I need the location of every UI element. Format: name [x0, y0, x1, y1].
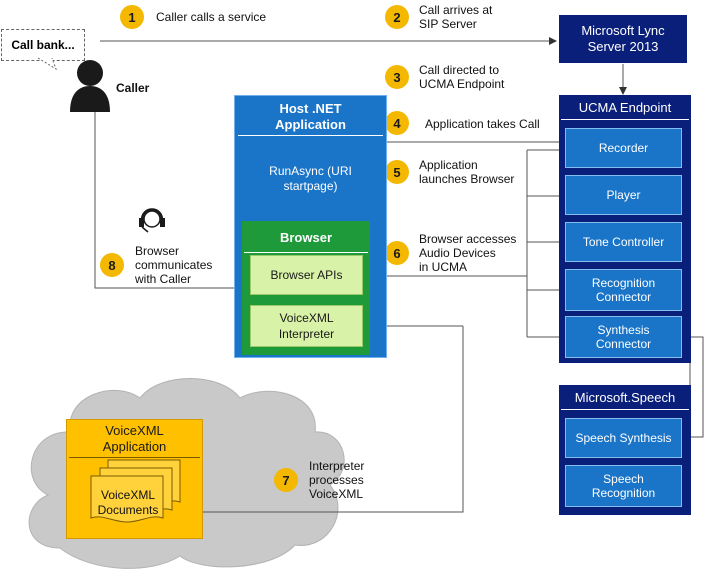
runasync-label: RunAsync (URI startpage)	[269, 164, 352, 193]
lync-server-box: Microsoft Lync Server 2013	[559, 15, 687, 63]
step-badge-8: 8	[100, 253, 124, 277]
browser-title: Browser	[279, 230, 333, 245]
headset-icon	[139, 208, 165, 233]
browser-apis-box: Browser APIs	[250, 255, 363, 295]
step-label-8: Browser communicates with Caller	[135, 244, 213, 286]
voicexml-documents-icon	[90, 459, 181, 523]
step-badge-7: 7	[274, 468, 298, 492]
speech-item-recognition: Speech Recognition	[565, 465, 682, 507]
ucma-item-recognition-connector: Recognition Connector	[565, 269, 682, 311]
ucma-item-recorder: Recorder	[565, 128, 682, 168]
step-label-2: Call arrives at SIP Server	[419, 3, 493, 31]
speech-title-divider	[561, 409, 689, 410]
speech-item-synthesis: Speech Synthesis	[565, 418, 682, 458]
speech-bubble-tail	[37, 57, 57, 71]
step-badge-5: 5	[385, 160, 409, 184]
voicexml-interpreter-box: VoiceXML Interpreter	[250, 305, 363, 347]
step-badge-4: 4	[385, 111, 409, 135]
step-label-5: Application launches Browser	[419, 158, 515, 186]
step-badge-3: 3	[385, 65, 409, 89]
interpreter-link	[185, 326, 464, 513]
host-application-title: Host .NET Application	[275, 101, 346, 132]
step-label-3: Call directed to UCMA Endpoint	[419, 63, 505, 91]
step-badge-6: 6	[385, 241, 409, 265]
microsoft-speech-title: Microsoft.Speech	[574, 390, 676, 405]
step-label-7: Interpreter processes VoiceXML	[309, 459, 365, 501]
ucma-endpoint-title: UCMA Endpoint	[578, 100, 672, 115]
step-label-4: Application takes Call	[425, 117, 540, 131]
speech-bubble: Call bank...	[1, 29, 85, 61]
step-badge-2: 2	[385, 5, 409, 29]
ucma-item-synthesis-connector: Synthesis Connector	[565, 316, 682, 358]
ucma-item-player: Player	[565, 175, 682, 215]
voicexml-documents-label: VoiceXML Documents	[97, 488, 159, 517]
host-title-divider	[238, 135, 383, 136]
voicexml-application-title: VoiceXML Application	[102, 423, 167, 454]
step-label-6: Browser accesses Audio Devices in UCMA	[419, 232, 517, 274]
speech-bubble-text: Call bank...	[11, 38, 75, 52]
ucma-title-divider	[561, 119, 689, 120]
step-badge-1: 1	[120, 5, 144, 29]
caller-label: Caller	[116, 81, 150, 95]
step-label-1: Caller calls a service	[156, 10, 267, 24]
caller-person-icon	[70, 60, 110, 112]
voicexml-title-divider	[69, 457, 200, 458]
ucma-item-tone-controller: Tone Controller	[565, 222, 682, 262]
browser-title-divider	[244, 252, 368, 253]
